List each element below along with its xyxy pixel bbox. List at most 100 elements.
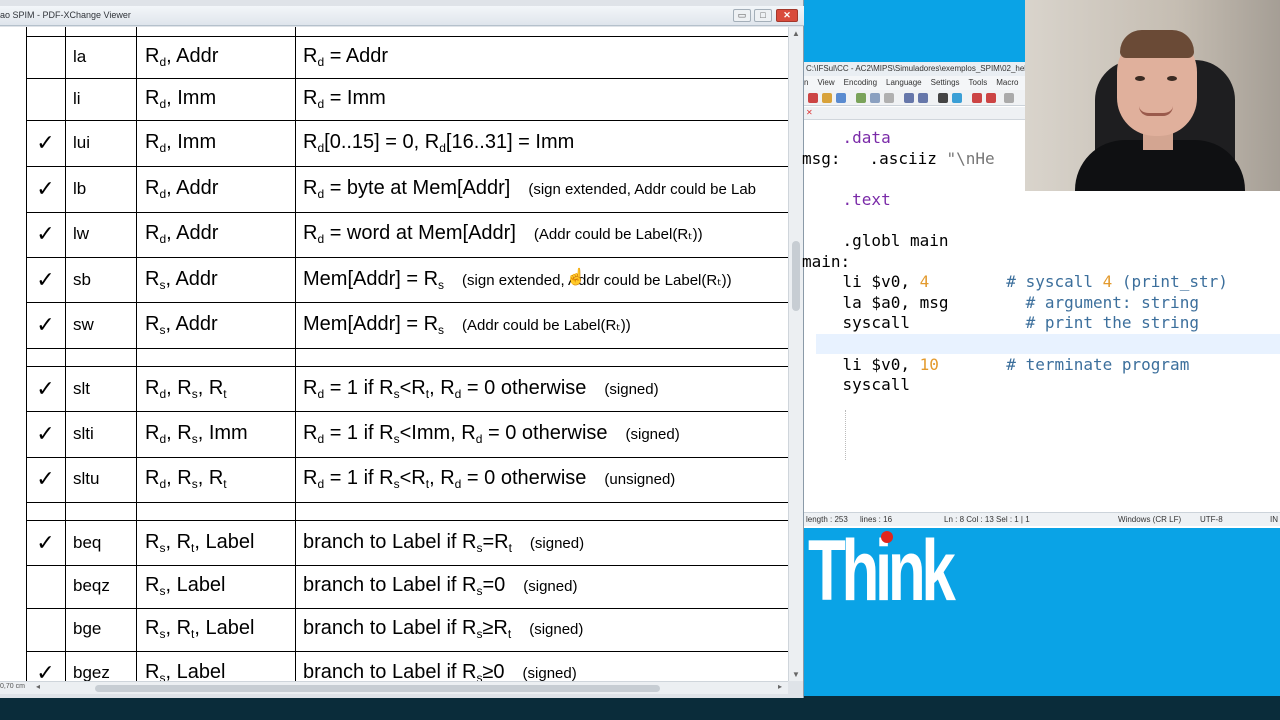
instruction-operands: Rd, Rs, Rt [145, 377, 227, 401]
instruction-description: Mem[Addr] = Rs(sign extended, Addr could… [303, 268, 732, 292]
save-icon[interactable] [836, 93, 846, 103]
instruction-opcode: slt [73, 379, 90, 398]
table-row-line [26, 502, 788, 503]
scroll-right-icon[interactable]: ▸ [778, 682, 783, 691]
code-line: li $v0, 10 # terminate program [804, 354, 1190, 374]
zoom-in-icon[interactable] [972, 93, 982, 103]
copy-icon[interactable] [870, 93, 880, 103]
instruction-description: Rd[0..15] = 0, Rd[16..31] = Imm [303, 131, 575, 155]
instruction-operands: Rs, Label [145, 574, 226, 598]
menu-item[interactable]: Settings [930, 78, 960, 87]
instruction-description: branch to Label if Rs≥0(signed) [303, 661, 577, 681]
indent-guide [845, 410, 846, 460]
menu-item[interactable]: Macro [996, 78, 1019, 87]
table-column-line [65, 27, 66, 681]
table-row-line [26, 78, 788, 79]
checkmark-icon: ✓ [36, 312, 55, 338]
instruction-operands: Rd, Imm [145, 87, 217, 111]
code-line: la $a0, msg # argument: string [804, 292, 1199, 312]
instruction-operands: Rs, Rt, Label [145, 531, 255, 555]
checkmark-icon: ✓ [36, 421, 55, 447]
checkmark-icon: ✓ [36, 130, 55, 156]
table-row-line [26, 457, 788, 458]
status-eol: Windows (CR LF) [1118, 515, 1182, 524]
status-mode: IN [1270, 515, 1278, 524]
instruction-description: branch to Label if Rs≥Rt(signed) [303, 617, 584, 641]
menu-item[interactable]: View [817, 78, 835, 87]
menu-item[interactable]: Tools [968, 78, 988, 87]
paste-icon[interactable] [884, 93, 894, 103]
webcam-presenter-hair [1120, 30, 1194, 58]
instruction-opcode: lw [73, 224, 90, 243]
scroll-up-icon[interactable]: ▲ [792, 29, 800, 38]
vertical-scrollbar[interactable]: ▲ ▼ [788, 27, 803, 681]
menu-item[interactable]: Language [886, 78, 922, 87]
instruction-note: (signed) [529, 620, 584, 638]
minimize-button[interactable]: ▭ [733, 9, 751, 22]
horizontal-scroll-thumb[interactable] [95, 685, 660, 692]
horizontal-scrollbar[interactable]: 0,70 cm ◂ ▸ [0, 681, 788, 694]
table-row-line [26, 348, 788, 349]
new-file-icon[interactable] [808, 93, 818, 103]
status-position: Ln : 8 Col : 13 Sel : 1 | 1 [944, 515, 1030, 524]
code-line: syscall # print the string [804, 313, 1199, 333]
maximize-button[interactable]: □ [754, 9, 772, 22]
find-icon[interactable] [938, 93, 948, 103]
instruction-operands: Rd, Addr [145, 177, 219, 201]
checkmark-icon: ✓ [36, 221, 55, 247]
instruction-note: (Addr could be Label(Rₜ)) [462, 317, 631, 334]
zoom-out-icon[interactable] [986, 93, 996, 103]
instruction-description: Rd = 1 if Rs<Imm, Rd = 0 otherwise(signe… [303, 422, 680, 446]
open-file-icon[interactable] [822, 93, 832, 103]
tab-close-icon[interactable]: ✕ [806, 108, 813, 117]
status-length: length : 253 [806, 515, 848, 524]
scroll-down-icon[interactable]: ▼ [792, 670, 800, 679]
code-line: li $v0, 4 # syscall 4 (print_str) [804, 272, 1228, 292]
table-row-line [26, 520, 788, 521]
instruction-note: (sign extended, Addr could be Lab [528, 180, 757, 198]
sync-icon[interactable] [1004, 93, 1014, 103]
code-line: .data [842, 128, 891, 147]
vertical-scroll-thumb[interactable] [792, 241, 800, 311]
instruction-opcode: bge [73, 619, 102, 638]
code-line: msg: .asciiz "\nHe [802, 148, 995, 168]
menu-item[interactable]: n [804, 78, 809, 87]
code-line: .globl main [804, 231, 949, 250]
close-button[interactable]: ✕ [776, 9, 798, 22]
instruction-operands: Rd, Addr [145, 45, 219, 69]
instruction-opcode: lb [73, 179, 87, 198]
instruction-note: (signed) [523, 577, 578, 595]
editor-status-bar: length : 253 lines : 16 Ln : 8 Col : 13 … [804, 512, 1280, 526]
menu-item[interactable]: Encoding [843, 78, 878, 87]
instruction-operands: Rs, Rt, Label [145, 617, 255, 641]
replace-icon[interactable] [952, 93, 962, 103]
undo-icon[interactable] [904, 93, 914, 103]
cut-icon[interactable] [856, 93, 866, 103]
code-line: syscall [804, 375, 910, 395]
table-row-line [26, 651, 788, 652]
page-size-label: 0,70 cm [0, 683, 25, 690]
redo-icon[interactable] [918, 93, 928, 103]
status-lines: lines : 16 [860, 515, 893, 524]
checkmark-icon: ✓ [36, 466, 55, 492]
checkmark-icon: ✓ [36, 660, 55, 682]
scroll-left-icon[interactable]: ◂ [36, 682, 41, 691]
instruction-note: (unsigned) [604, 470, 676, 488]
instruction-opcode: beq [73, 533, 102, 552]
instruction-opcode: la [73, 47, 87, 66]
table-column-line [26, 27, 27, 681]
instruction-opcode: sltu [73, 469, 100, 488]
checkmark-icon: ✓ [36, 530, 55, 556]
table-row-line [26, 565, 788, 566]
checkmark-icon: ✓ [36, 376, 55, 402]
